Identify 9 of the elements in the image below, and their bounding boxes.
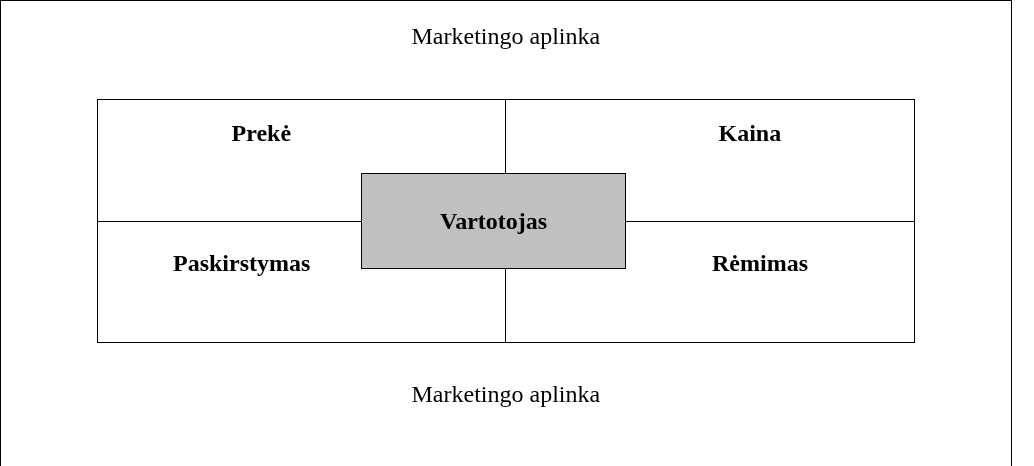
- environment-label: Marketingo aplinka: [411, 23, 601, 50]
- quadrant-label: Paskirstymas: [173, 250, 311, 277]
- environment-label: Marketingo aplinka: [411, 381, 601, 408]
- frame-box: [0, 0, 1012, 466]
- quadrant-label: Rėmimas: [712, 250, 808, 277]
- consumer-label: Vartotojas: [440, 207, 548, 235]
- consumer-box: [361, 173, 626, 269]
- quadrant-label: Kaina: [718, 120, 782, 147]
- quadrant-label: Prekė: [231, 120, 292, 147]
